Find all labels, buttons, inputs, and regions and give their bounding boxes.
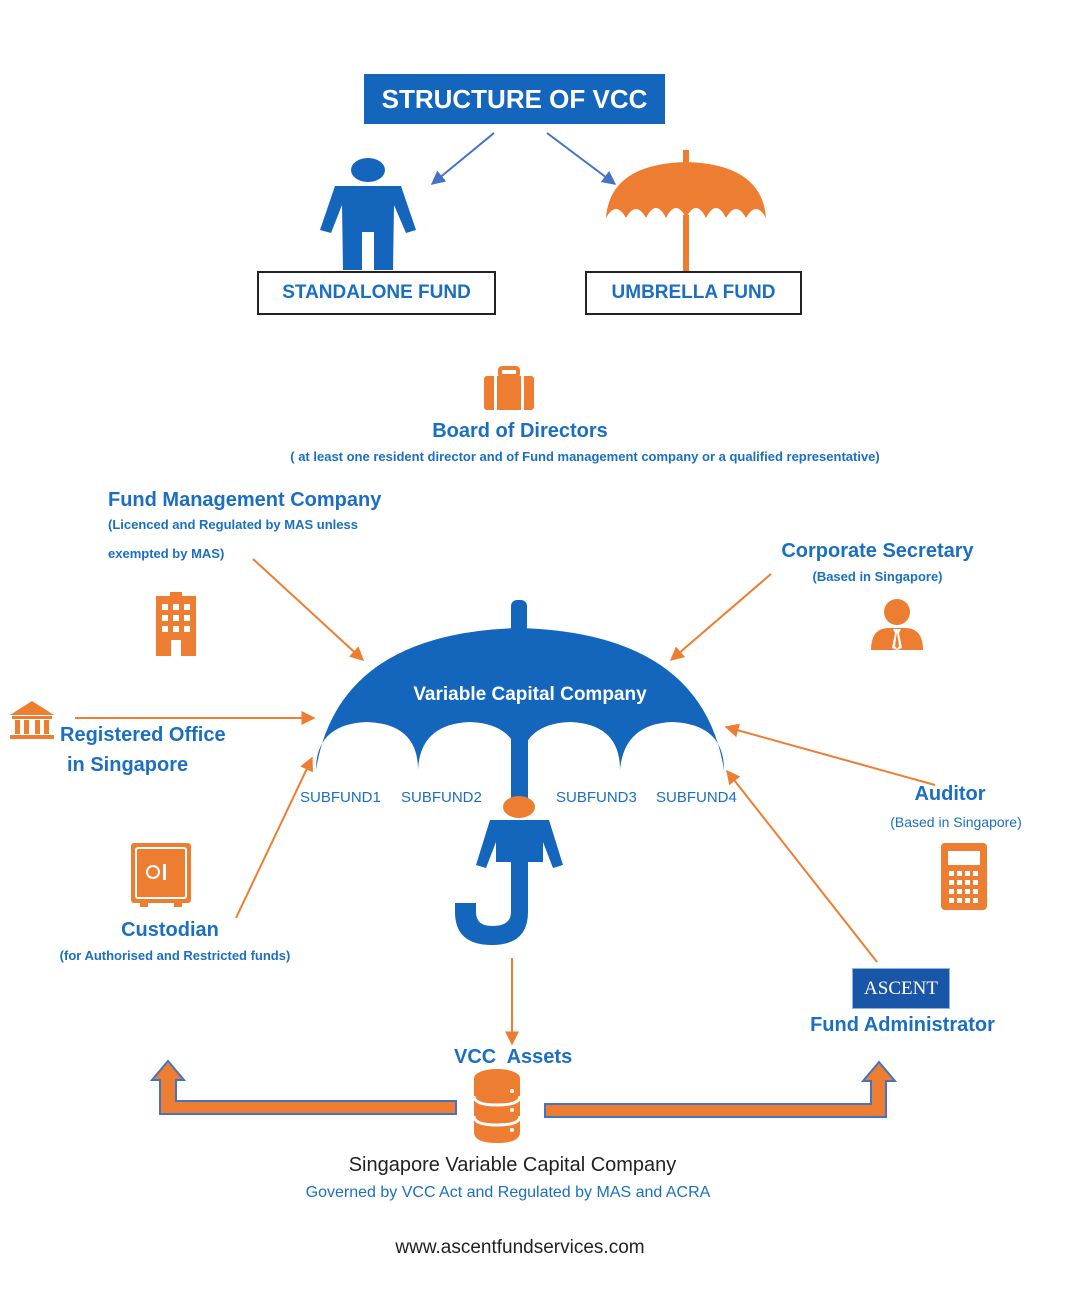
footer-subtitle: Governed by VCC Act and Regulated by MAS… [305, 1184, 711, 1201]
vcc-assets-label: VCC Assets [454, 1046, 573, 1068]
asset-flow-right-arrow [544, 1060, 898, 1118]
board-note: ( at least one resident director and of … [290, 449, 880, 464]
vcc-umbrella-icon [316, 600, 724, 807]
subfund-label: SUBFUND4 [656, 789, 737, 806]
auditor-title: Auditor [914, 783, 986, 805]
fund-administrator-title: Fund Administrator [810, 1014, 995, 1036]
safe-icon [131, 843, 191, 907]
auditor-note: (Based in Singapore) [890, 814, 1022, 830]
arrow-fund-mgmt [252, 558, 365, 661]
arrow-corp-secretary [669, 573, 772, 661]
registered-office-line2: in Singapore [67, 754, 189, 776]
office-building-icon [156, 592, 196, 656]
page-title: STRUCTURE OF VCC [364, 74, 665, 124]
footer-title: Singapore Variable Capital Company [348, 1154, 677, 1176]
businessman-icon [871, 599, 923, 650]
arrow-auditor [724, 723, 936, 786]
subfund-label: SUBFUND1 [300, 789, 381, 806]
bank-icon [10, 701, 54, 739]
custodian-note: (for Authorised and Restricted funds) [59, 948, 291, 963]
subfund-label: SUBFUND2 [401, 789, 482, 806]
database-icon [472, 1069, 522, 1143]
ascent-logo: ASCENT [852, 968, 950, 1009]
registered-office-line1: Registered Office [60, 724, 226, 746]
arrow-to-umbrella [546, 132, 617, 185]
briefcase-icon [484, 366, 534, 410]
calculator-icon [941, 843, 987, 910]
website-link[interactable]: www.ascentfundservices.com [395, 1237, 645, 1258]
board-title: Board of Directors [432, 420, 608, 442]
umbrella-fund-box: UMBRELLA FUND [585, 271, 802, 315]
fund-management-title: Fund Management Company [108, 489, 382, 511]
fund-management-note-line1: (Licenced and Regulated by MAS unless [108, 517, 358, 532]
vcc-label: Variable Capital Company [413, 684, 647, 705]
corporate-secretary-title: Corporate Secretary [781, 540, 974, 562]
arrow-fund-admin [726, 769, 878, 963]
asset-flow-left-arrow [149, 1059, 457, 1115]
custodian-title: Custodian [121, 919, 219, 941]
arrow-to-standalone [430, 132, 495, 185]
arrow-custodian [235, 756, 313, 919]
corporate-secretary-note: (Based in Singapore) [812, 569, 943, 584]
standalone-fund-box: STANDALONE FUND [257, 271, 496, 315]
fund-management-note-line2: exempted by MAS) [108, 546, 225, 561]
person-under-umbrella-icon [455, 796, 563, 945]
umbrella-icon [606, 150, 766, 271]
subfund-label: SUBFUND3 [556, 789, 637, 806]
person-icon [320, 158, 416, 270]
